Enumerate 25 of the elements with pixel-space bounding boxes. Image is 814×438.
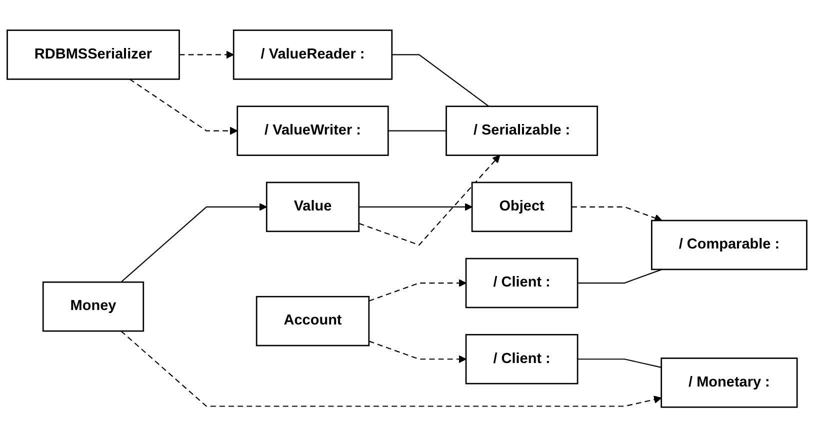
node-box: Account bbox=[256, 296, 370, 347]
connector bbox=[578, 269, 662, 284]
connector bbox=[388, 130, 446, 132]
node-box: / ValueReader : bbox=[232, 30, 393, 80]
connector bbox=[578, 358, 662, 368]
arrow bbox=[368, 279, 466, 302]
node-box: Value bbox=[266, 182, 360, 232]
node-box: / Serializable : bbox=[446, 106, 598, 156]
connector bbox=[392, 54, 490, 108]
arrow bbox=[368, 340, 466, 364]
node-box: RDBMSSerializer bbox=[6, 30, 180, 80]
arrow bbox=[358, 155, 500, 246]
node-box: / Comparable : bbox=[651, 220, 808, 270]
node-box: / ValueWriter : bbox=[236, 106, 389, 156]
node-box: / Monetary : bbox=[660, 358, 798, 408]
arrow bbox=[358, 203, 472, 212]
arrow bbox=[120, 330, 662, 408]
node-box: Object bbox=[471, 182, 572, 232]
node-box: Money bbox=[42, 282, 144, 332]
arrow bbox=[120, 203, 267, 283]
arrow bbox=[572, 206, 662, 222]
node-box: / Client : bbox=[465, 258, 578, 308]
node-box: / Client : bbox=[465, 334, 578, 385]
arrow bbox=[179, 51, 234, 59]
arrow bbox=[129, 79, 238, 136]
